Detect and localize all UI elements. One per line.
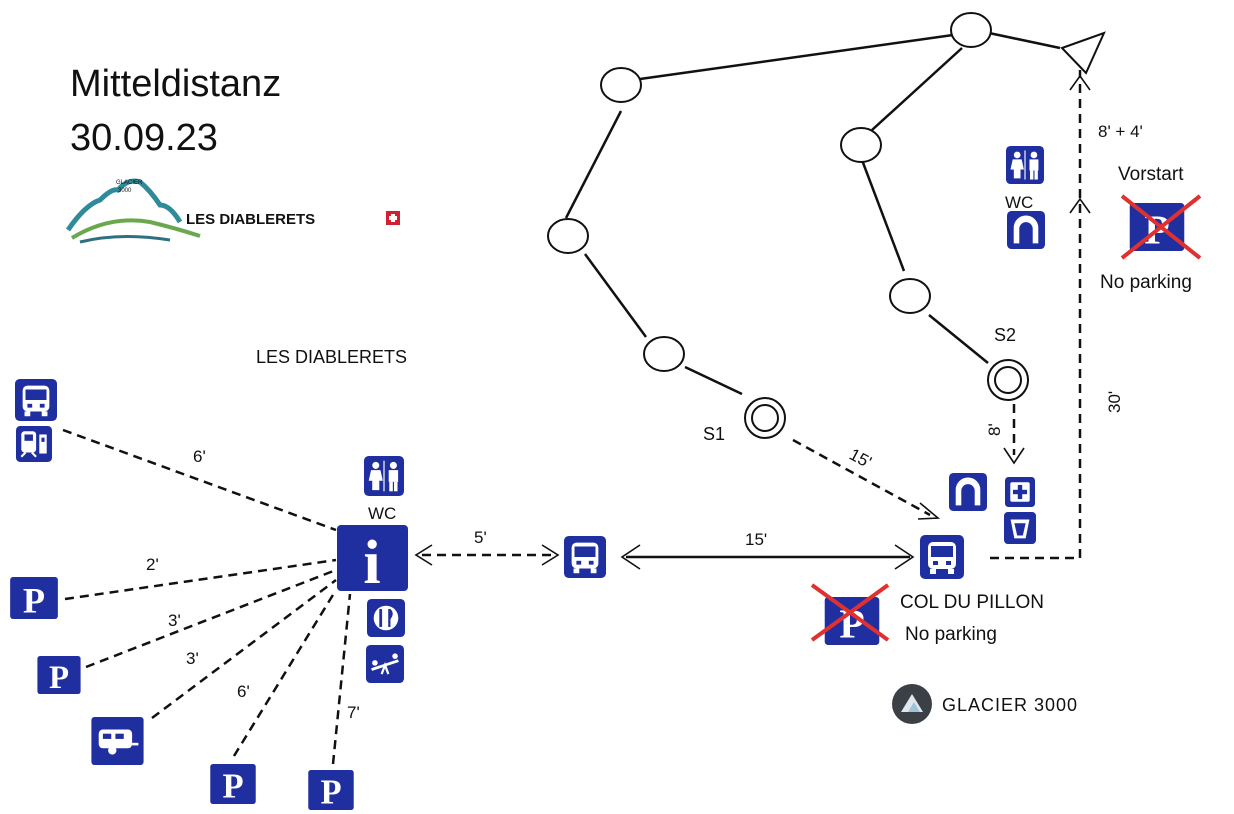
first-aid-icon (1005, 477, 1035, 507)
shelter-icon (1007, 211, 1045, 249)
logo-small-glacier: GLACIER (116, 180, 143, 186)
glacier-3000-logo: GLACIER 3000 (892, 684, 1078, 724)
duration-parking-1: 2' (146, 555, 159, 574)
duration-parking-3: 6' (237, 682, 250, 701)
wc-label-info: WC (368, 504, 396, 523)
parking-icon (210, 764, 256, 804)
map-date: 30.09.23 (70, 117, 218, 159)
playground-icon (364, 645, 406, 683)
glacier-3000-text: GLACIER 3000 (942, 695, 1078, 715)
duration-bus-bus: 15' (745, 530, 767, 549)
no-parking-label-vorstart: No parking (1100, 272, 1192, 293)
info-point: WC i (337, 456, 408, 683)
control-circle (547, 218, 589, 254)
course-lines (564, 31, 1061, 396)
start-label-s1: S1 (703, 424, 725, 444)
duration-s2-down: 8' (985, 423, 1004, 436)
parking-icon (10, 577, 58, 619)
logo-text: LES DIABLERETS (186, 211, 315, 228)
duration-vorstart-finish: 8' + 4' (1098, 122, 1143, 141)
vorstart-label: Vorstart (1118, 164, 1184, 185)
no-parking-label: No parking (905, 624, 997, 645)
finish-triangle (1060, 31, 1106, 75)
control-circle (643, 336, 685, 372)
control-circle (840, 127, 882, 163)
duration-parking-2: 3' (168, 611, 181, 630)
info-icon (337, 525, 408, 591)
start-s1: S1 (703, 397, 786, 444)
control-circles (547, 12, 992, 372)
no-parking-icon-vorstart (1120, 194, 1202, 260)
start-label-s2: S2 (994, 325, 1016, 345)
dashed-routes (62, 70, 1082, 765)
wc-icon (1006, 146, 1044, 184)
svg-text:i: i (363, 529, 380, 597)
duration-camper: 3' (186, 649, 199, 668)
start-s2: S2 (987, 325, 1029, 401)
parking-icon (308, 770, 354, 810)
bus-stop-icon (564, 536, 606, 578)
shelter-icon (949, 473, 987, 511)
place-label: LES DIABLERETS (256, 347, 407, 367)
wc-icon (364, 456, 404, 496)
no-parking-icon (810, 583, 890, 645)
bus-stop-icon (920, 535, 964, 579)
train-icon (14, 426, 54, 462)
control-circle (600, 67, 642, 103)
camper-icon (91, 717, 144, 765)
col-du-pillon-label: COL DU PILLON (900, 592, 1044, 613)
wc-label-vorstart: WC (1005, 193, 1033, 212)
duration-bus-info: 6' (193, 447, 206, 466)
control-circle (889, 278, 931, 314)
les-diablerets-logo: GLACIER 3000 LES DIABLERETS (65, 178, 400, 244)
bus-stop-icon (15, 379, 57, 421)
duration-pillon-vorstart: 30' (1105, 391, 1124, 413)
restaurant-icon (367, 599, 405, 637)
duration-s1-pillon: 15' (846, 445, 874, 472)
trash-bin-icon (1004, 512, 1036, 544)
map-title: Mitteldistanz (70, 63, 281, 105)
duration-info-bus: 5' (474, 528, 487, 547)
control-circle (950, 12, 992, 48)
duration-parking-4: 7' (347, 703, 360, 722)
parking-icon (37, 656, 81, 694)
logo-small-3000: 3000 (118, 188, 132, 194)
